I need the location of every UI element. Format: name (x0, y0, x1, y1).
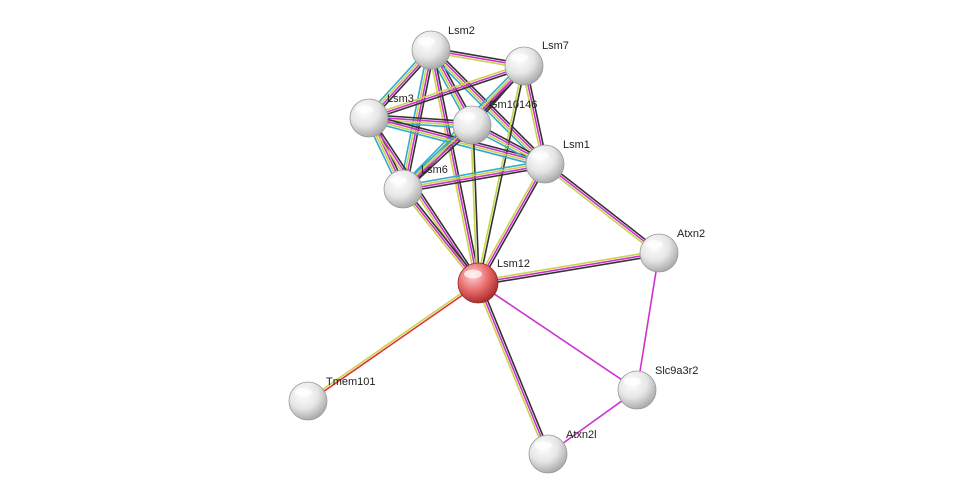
edge-lsm1-lsm12[interactable] (475, 162, 548, 285)
edge-line-red (307, 283, 480, 403)
node-lsm6[interactable]: Lsm6 (383, 164, 448, 209)
edge-line-yellow (428, 49, 477, 285)
node-sphere[interactable] (411, 30, 451, 70)
edge-line-magenta (402, 164, 546, 191)
edge-line-cyan (401, 159, 546, 187)
edge-line-yellow (402, 162, 546, 189)
edge-line-black (477, 254, 661, 286)
edge-line-black (368, 67, 526, 121)
edge-line-magenta (477, 282, 638, 391)
node-label: Lsm2 (448, 25, 475, 37)
node-sphere[interactable] (525, 144, 565, 184)
node-lsm1[interactable]: Lsm1 (525, 139, 590, 184)
node-atxn2[interactable]: Atxn2 (639, 228, 705, 273)
node-label: Gm10146 (489, 99, 537, 111)
edge-line-black (402, 166, 547, 194)
node-lsm12[interactable]: Lsm12 (457, 258, 530, 304)
node-highlight (389, 176, 407, 185)
edge-line-yellow (401, 48, 431, 190)
edge-line-magenta (477, 252, 660, 284)
node-slc9a3r2[interactable]: Slc9a3r2 (617, 365, 698, 410)
edge-line-magenta (477, 282, 549, 455)
edge-lsm7-lsm3[interactable] (367, 63, 526, 121)
edge-atxn2-slc9a3r2[interactable] (636, 252, 660, 391)
node-lsm2[interactable]: Lsm2 (411, 25, 475, 70)
node-atxn2l[interactable]: Atxn2l (528, 429, 597, 474)
edge-lsm12-tmem101[interactable] (306, 281, 480, 403)
node-highlight (531, 151, 549, 160)
edge-line-magenta (636, 252, 660, 391)
node-label: Lsm7 (542, 40, 569, 52)
node-lsm7[interactable]: Lsm7 (504, 40, 569, 86)
node-label: Lsm1 (563, 139, 590, 151)
edge-line-yellow (475, 162, 544, 283)
edge-line-yellow (306, 281, 479, 401)
node-sphere[interactable] (528, 434, 568, 474)
node-sphere[interactable] (349, 98, 389, 138)
node-tmem101[interactable]: Tmem101 (288, 376, 376, 421)
edge-line-magenta (430, 49, 479, 284)
edge-line-yellow (470, 124, 478, 284)
node-label: Slc9a3r2 (655, 365, 698, 377)
node-highlight (464, 269, 482, 279)
edge-line-black (472, 124, 480, 284)
edge-lsm1-atxn2[interactable] (542, 161, 662, 256)
edge-line-black (545, 161, 662, 253)
node-sphere[interactable] (288, 381, 328, 421)
node-highlight (458, 112, 476, 121)
node-sphere[interactable] (452, 105, 492, 145)
edge-line-magenta (477, 163, 546, 284)
node-highlight (645, 240, 663, 249)
node-highlight (294, 388, 312, 397)
node-sphere[interactable] (457, 262, 499, 304)
node-label: Lsm6 (421, 164, 448, 176)
node-label: Lsm3 (387, 93, 414, 105)
edge-line-yellow (476, 250, 660, 282)
edge-line-black (479, 281, 551, 454)
edge-line-yellow (542, 164, 659, 256)
node-highlight (623, 377, 641, 386)
edge-line-magenta (368, 65, 525, 119)
edge-gm10146-lsm12[interactable] (470, 124, 480, 284)
node-label: Lsm12 (497, 258, 530, 270)
edge-line-yellow (367, 118, 546, 166)
node-sphere[interactable] (639, 233, 679, 273)
edge-line-cyan (398, 48, 429, 190)
node-label: Atxn2l (566, 429, 597, 441)
node-label: Atxn2 (677, 228, 705, 240)
edge-line-yellow (476, 64, 524, 284)
edge-lsm1-lsm6[interactable] (401, 159, 547, 194)
node-highlight (355, 105, 373, 114)
node-highlight (417, 37, 435, 46)
node-sphere[interactable] (383, 169, 423, 209)
node-sphere[interactable] (504, 46, 544, 86)
node-highlight (534, 441, 552, 450)
edge-line-yellow (367, 63, 525, 117)
edge-line-black (479, 164, 548, 285)
node-highlight (510, 53, 528, 62)
node-gm10146[interactable]: Gm10146 (452, 99, 537, 145)
edge-lsm12-slc9a3r2[interactable] (477, 282, 638, 391)
edge-line-black (432, 48, 481, 284)
edge-line-yellow (475, 283, 547, 456)
edge-line-black (370, 115, 481, 283)
edge-lsm12-atxn2l[interactable] (475, 281, 551, 456)
node-sphere[interactable] (617, 370, 657, 410)
node-label: Tmem101 (326, 376, 376, 388)
edge-lsm2-lsm12[interactable] (428, 48, 481, 285)
edge-atxn2-lsm12[interactable] (476, 250, 661, 286)
node-lsm3[interactable]: Lsm3 (349, 93, 414, 138)
edge-line-magenta (544, 163, 660, 254)
